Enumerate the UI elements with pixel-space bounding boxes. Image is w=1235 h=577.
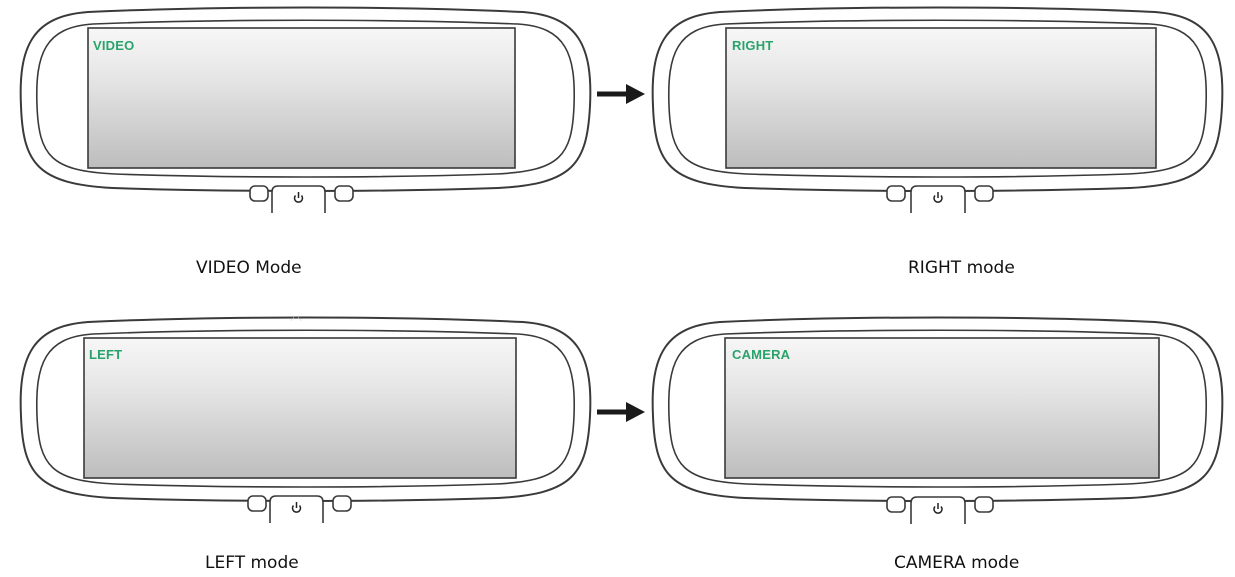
caption-video-mode: VIDEO Mode bbox=[196, 258, 302, 278]
power-icon bbox=[291, 502, 302, 513]
left-button bbox=[249, 185, 269, 202]
left-button bbox=[247, 495, 267, 512]
power-button bbox=[910, 496, 966, 524]
power-icon bbox=[293, 192, 304, 203]
mirror-video-mode: VIDEO bbox=[18, 6, 593, 216]
mirror-outline bbox=[651, 6, 1224, 213]
caption-right-mode: RIGHT mode bbox=[908, 258, 1015, 278]
power-button bbox=[271, 185, 326, 213]
mirror-outline bbox=[651, 316, 1224, 524]
left-button bbox=[886, 496, 906, 513]
mirror-camera-mode: CAMERA bbox=[650, 316, 1225, 526]
right-button bbox=[974, 185, 994, 202]
left-button bbox=[886, 185, 906, 202]
mirror-right-mode: RIGHT bbox=[650, 6, 1225, 216]
mirror-outline bbox=[19, 316, 592, 523]
screen-mode-label: CAMERA bbox=[732, 347, 791, 362]
caption-left-mode: LEFT mode bbox=[205, 553, 299, 573]
right-button bbox=[974, 496, 994, 513]
power-button bbox=[269, 495, 324, 523]
right-button bbox=[332, 495, 352, 512]
screen-mode-label: LEFT bbox=[89, 347, 123, 362]
screen-mode-label: RIGHT bbox=[732, 38, 774, 53]
mirror-screen bbox=[724, 337, 1160, 479]
power-button bbox=[910, 185, 966, 213]
mirror-screen bbox=[87, 27, 516, 169]
right-arrow-icon bbox=[597, 402, 645, 422]
mirror-screen bbox=[725, 27, 1157, 169]
power-icon bbox=[933, 192, 943, 203]
caption-camera-mode: CAMERA mode bbox=[894, 553, 1020, 573]
mirror-screen bbox=[83, 337, 517, 479]
right-button bbox=[334, 185, 354, 202]
mirror-left-mode: LEFT bbox=[18, 316, 593, 526]
power-icon bbox=[933, 503, 943, 514]
right-arrow-icon bbox=[597, 84, 645, 104]
screen-mode-label: VIDEO bbox=[93, 38, 135, 53]
mirror-outline bbox=[19, 6, 592, 213]
scan-artifact: ·' '· bbox=[290, 316, 303, 325]
